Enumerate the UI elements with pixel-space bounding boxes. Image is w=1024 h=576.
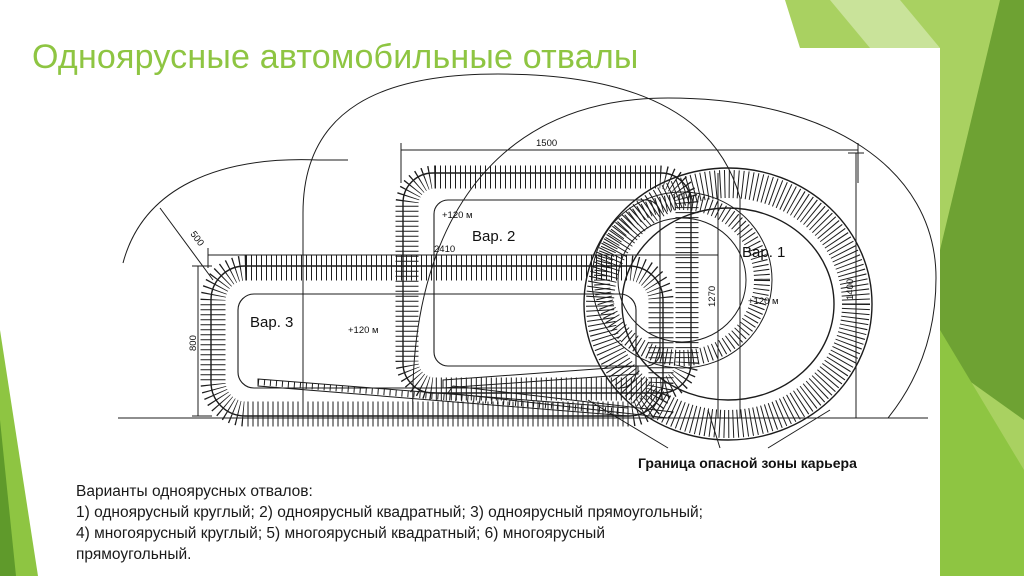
deco-shard-dark	[940, 0, 1024, 420]
var1-ring-inner	[617, 217, 747, 343]
dimension-lines	[159, 143, 864, 418]
deco-shard-mid	[940, 330, 1024, 576]
dim-label-left-height: 800	[188, 335, 199, 351]
var2-slope-hatching	[395, 165, 699, 401]
level-var3: +120 м	[348, 325, 379, 336]
deco-shard-pale	[830, 0, 940, 48]
dim-label-right-height: 1400	[845, 279, 856, 300]
dim-label-top-width: 1500	[536, 138, 557, 149]
dim-label-mid-width: 2410	[434, 244, 455, 255]
boundary-arc-var2	[302, 73, 741, 418]
dump-plan-diagram: Вар. 2 Вар. 1 Вар. 3 +120 м +120 м +120 …	[108, 48, 940, 476]
var3-inner-contour	[237, 293, 637, 389]
caption-line-4: прямоугольный.	[76, 546, 192, 563]
var1-ring-outer	[591, 191, 773, 369]
leader-1	[587, 399, 669, 449]
var3-slope-hatching	[200, 255, 674, 427]
caption-line-3: 4) многоярусный круглый; 5) многоярусный…	[76, 525, 605, 542]
level-var1: +120 м	[748, 296, 779, 307]
dim-line-radius	[159, 207, 214, 281]
slide-caption: Варианты одноярусных отвалов: 1) однояру…	[76, 481, 1006, 565]
access-ramps	[257, 365, 674, 419]
label-var3: Вар. 3	[250, 314, 293, 331]
var1-inner-contour	[621, 207, 835, 401]
deco-shard-left-dark	[0, 420, 16, 576]
boundary-leaders	[587, 399, 831, 449]
leader-3	[767, 409, 831, 449]
level-var2: +120 м	[442, 210, 473, 221]
boundary-label: Граница опасной зоны карьера	[638, 455, 857, 471]
label-var1: Вар. 1	[742, 244, 785, 261]
boundary-arc-var1	[412, 97, 937, 419]
label-var2: Вар. 2	[472, 228, 515, 245]
dim-label-mid-height: 1270	[707, 286, 718, 307]
ramp-var2	[442, 365, 639, 389]
page-title: Одноярусные автомобильные отвалы	[32, 38, 639, 76]
boundary-arc-var3	[122, 159, 348, 264]
var2-inner-contour	[433, 199, 661, 367]
var1-ring-hatching	[594, 194, 770, 366]
dump-var3	[200, 255, 674, 427]
ramp-var1	[447, 385, 674, 419]
caption-line-2: 1) одноярусный круглый; 2) одноярусный к…	[76, 504, 703, 521]
dump-var2	[395, 165, 699, 401]
leader-2	[707, 409, 721, 449]
var1-outer-contour	[583, 167, 873, 441]
caption-line-1: Варианты одноярусных отвалов:	[76, 483, 313, 500]
